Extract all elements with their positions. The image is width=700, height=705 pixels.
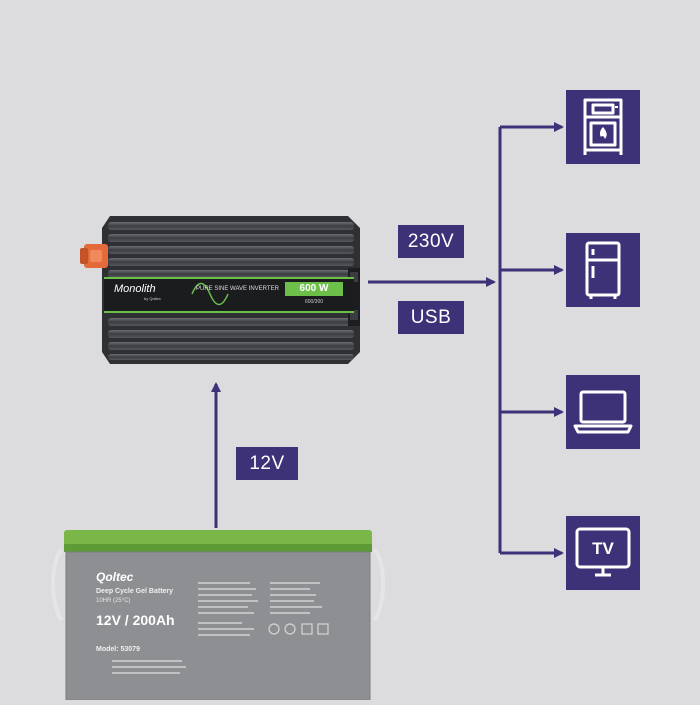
- device-laptop: [566, 375, 640, 449]
- inverter-description: PURE SINE WAVE INVERTER: [196, 286, 279, 292]
- device-tv: TV: [566, 516, 640, 590]
- inverter-power: 600 W: [299, 283, 329, 294]
- battery: Qoltec Deep Cycle Gel Battery 10HR (25°C…: [48, 528, 388, 701]
- fridge-icon: [585, 241, 621, 299]
- inverter-brand-sub: by Qoltec: [144, 296, 161, 301]
- battery-type: Deep Cycle Gel Battery: [96, 588, 174, 595]
- device-fridge: [566, 233, 640, 307]
- stove-icon: [583, 98, 623, 155]
- battery-brand: Qoltec: [96, 570, 134, 584]
- device-stove: [566, 90, 640, 164]
- battery-model: Model: 53079: [96, 646, 140, 653]
- battery-rate: 10HR (25°C): [96, 598, 131, 604]
- laptop-icon: [573, 390, 633, 434]
- tv-icon: [575, 527, 631, 577]
- ac-output-label: 230V: [398, 225, 464, 258]
- inverter-power-sub: 600/300: [304, 299, 324, 305]
- dc-input-label: 12V: [236, 447, 298, 480]
- usb-output-label: USB: [398, 301, 464, 334]
- battery-rating: 12V / 200Ah: [96, 612, 175, 628]
- inverter-brand: Monolith: [114, 283, 156, 295]
- power-inverter: Monolith by Qoltec PURE SINE WAVE INVERT…: [80, 210, 380, 370]
- tv-label: TV: [592, 539, 614, 558]
